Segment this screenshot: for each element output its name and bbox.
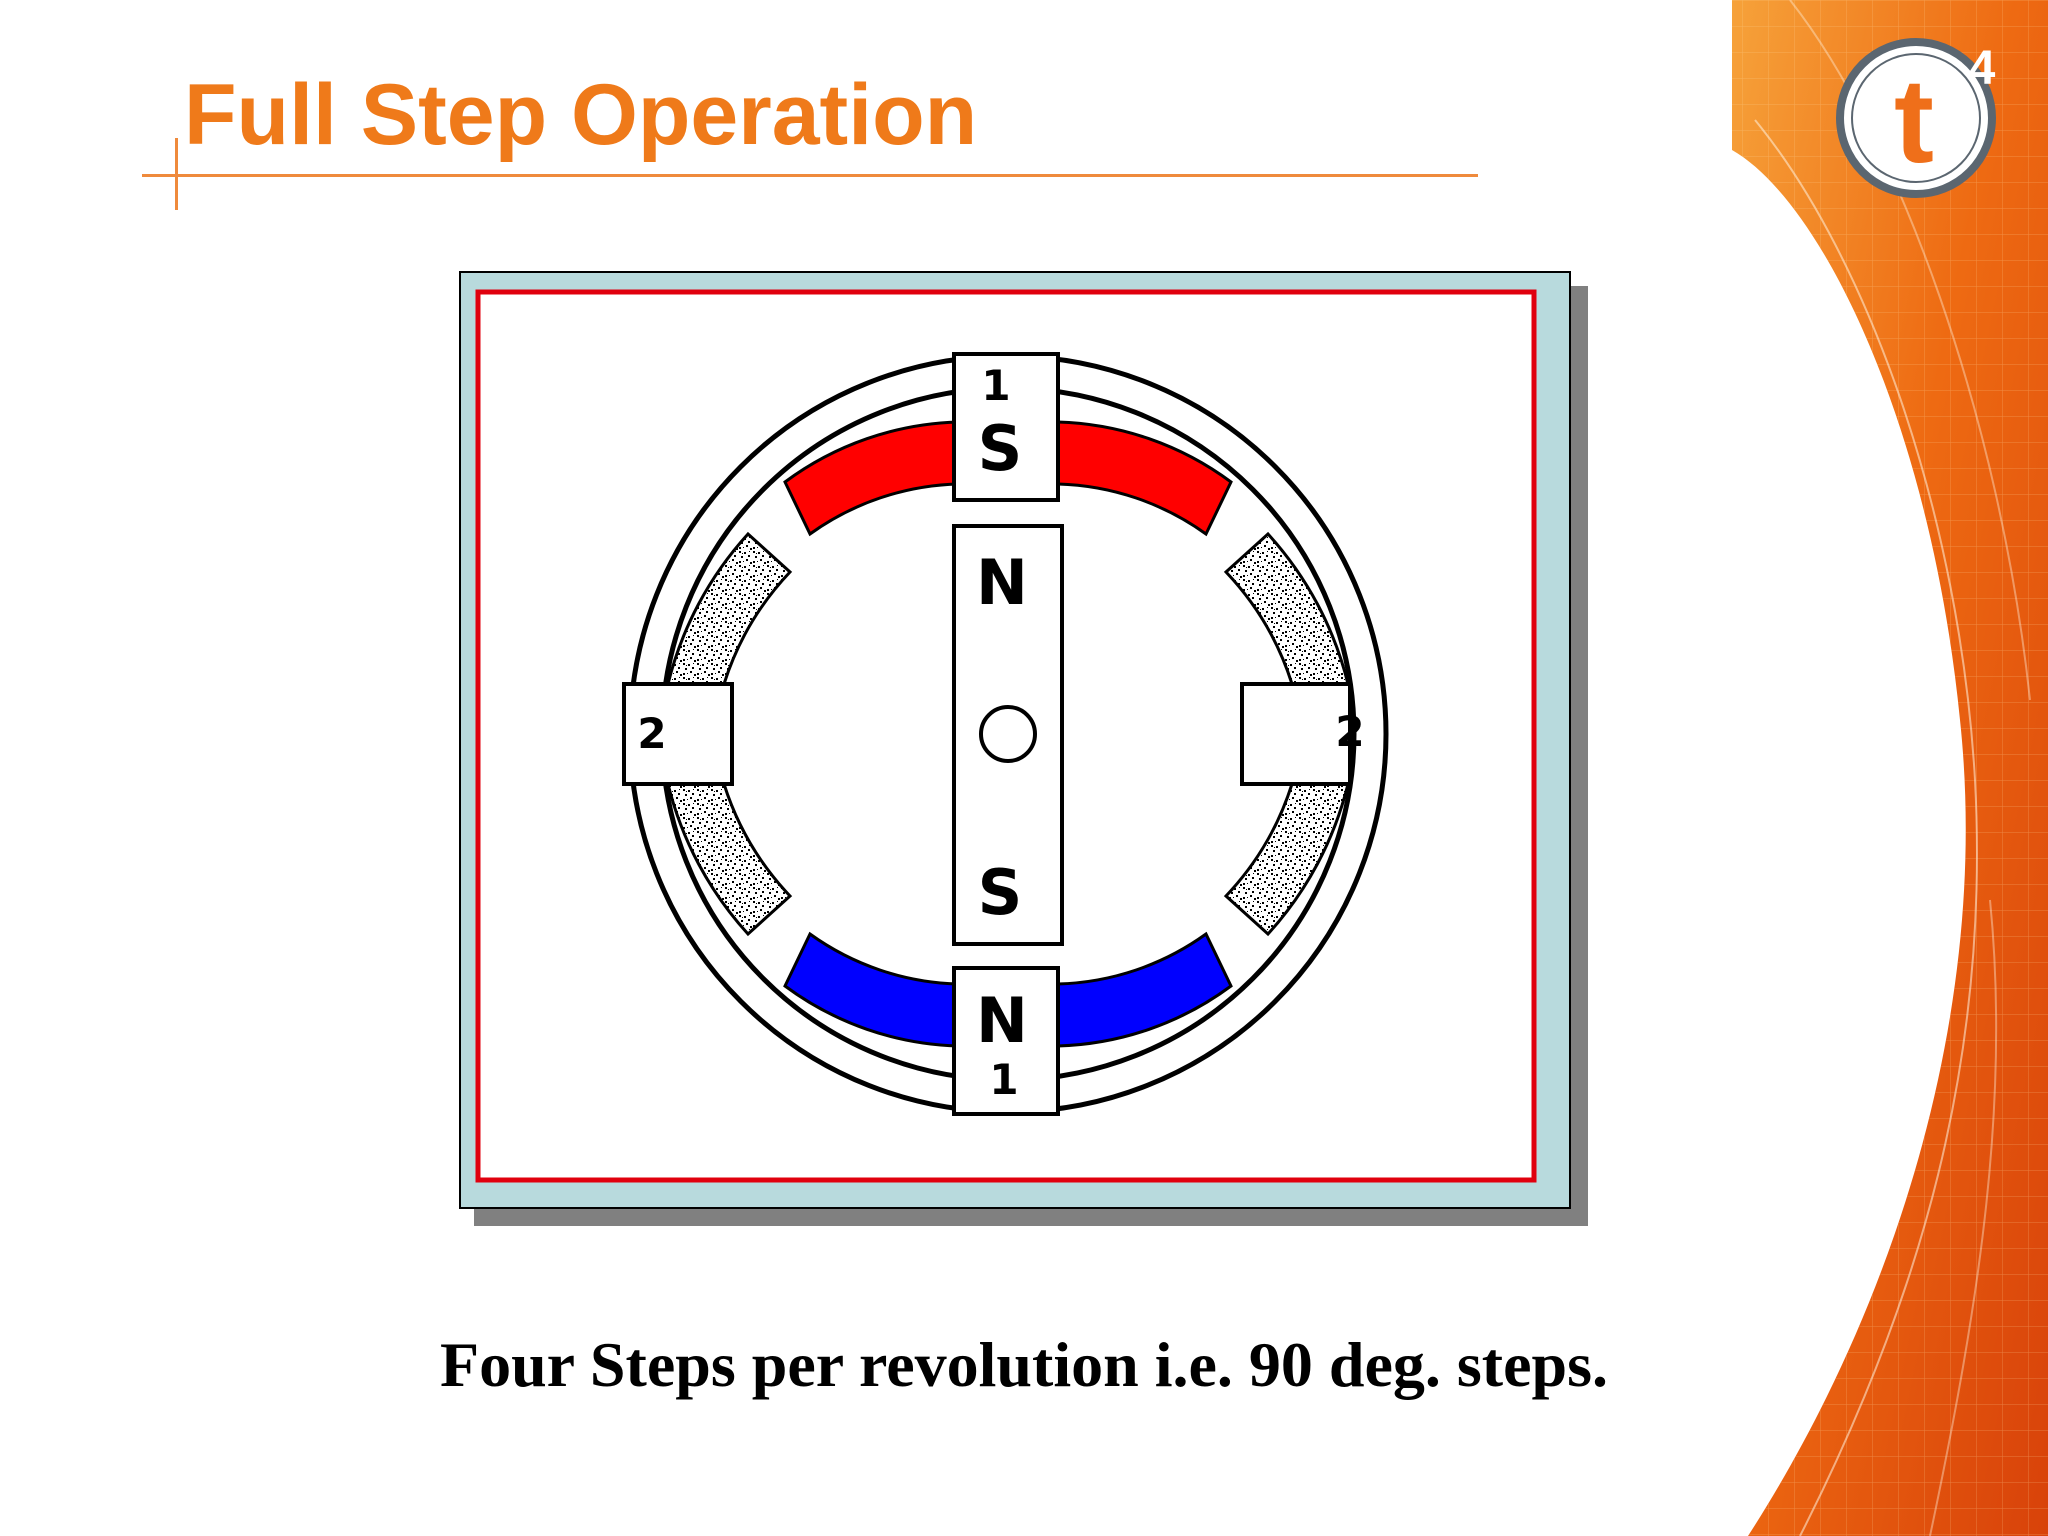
title-underline [142, 174, 1478, 177]
rotor-shaft [979, 705, 1037, 763]
top-pole-label: S [978, 412, 1023, 485]
winding-left-lower [666, 782, 793, 937]
winding-bottom-right [1056, 931, 1233, 1048]
winding-right-upper [1223, 531, 1350, 686]
slide-caption: Four Steps per revolution i.e. 90 deg. s… [439, 1329, 1609, 1400]
rotor-north-label: N [976, 546, 1028, 619]
t4-logo: t 4 [1836, 38, 1996, 198]
rotor-south-label: S [978, 856, 1023, 929]
title-tick-mark [175, 138, 178, 210]
left-coil-label: 2 [637, 709, 666, 758]
slide-title: Full Step Operation [184, 67, 978, 163]
right-coil-label: 2 [1335, 707, 1364, 756]
winding-top-right [1056, 420, 1233, 537]
top-coil-label: 1 [981, 361, 1010, 410]
winding-right-lower [1223, 782, 1350, 937]
bottom-coil-label: 1 [989, 1055, 1018, 1104]
logo-superscript: 4 [1969, 42, 1996, 95]
logo-letter: t [1894, 54, 1934, 188]
bottom-pole-label: N [976, 984, 1028, 1057]
winding-left-upper [666, 531, 793, 686]
stepper-motor-diagram: 1 S N S N 1 2 2 [459, 271, 1588, 1226]
stator-pole-top [952, 352, 1060, 502]
stator-pole-bottom [952, 966, 1060, 1116]
